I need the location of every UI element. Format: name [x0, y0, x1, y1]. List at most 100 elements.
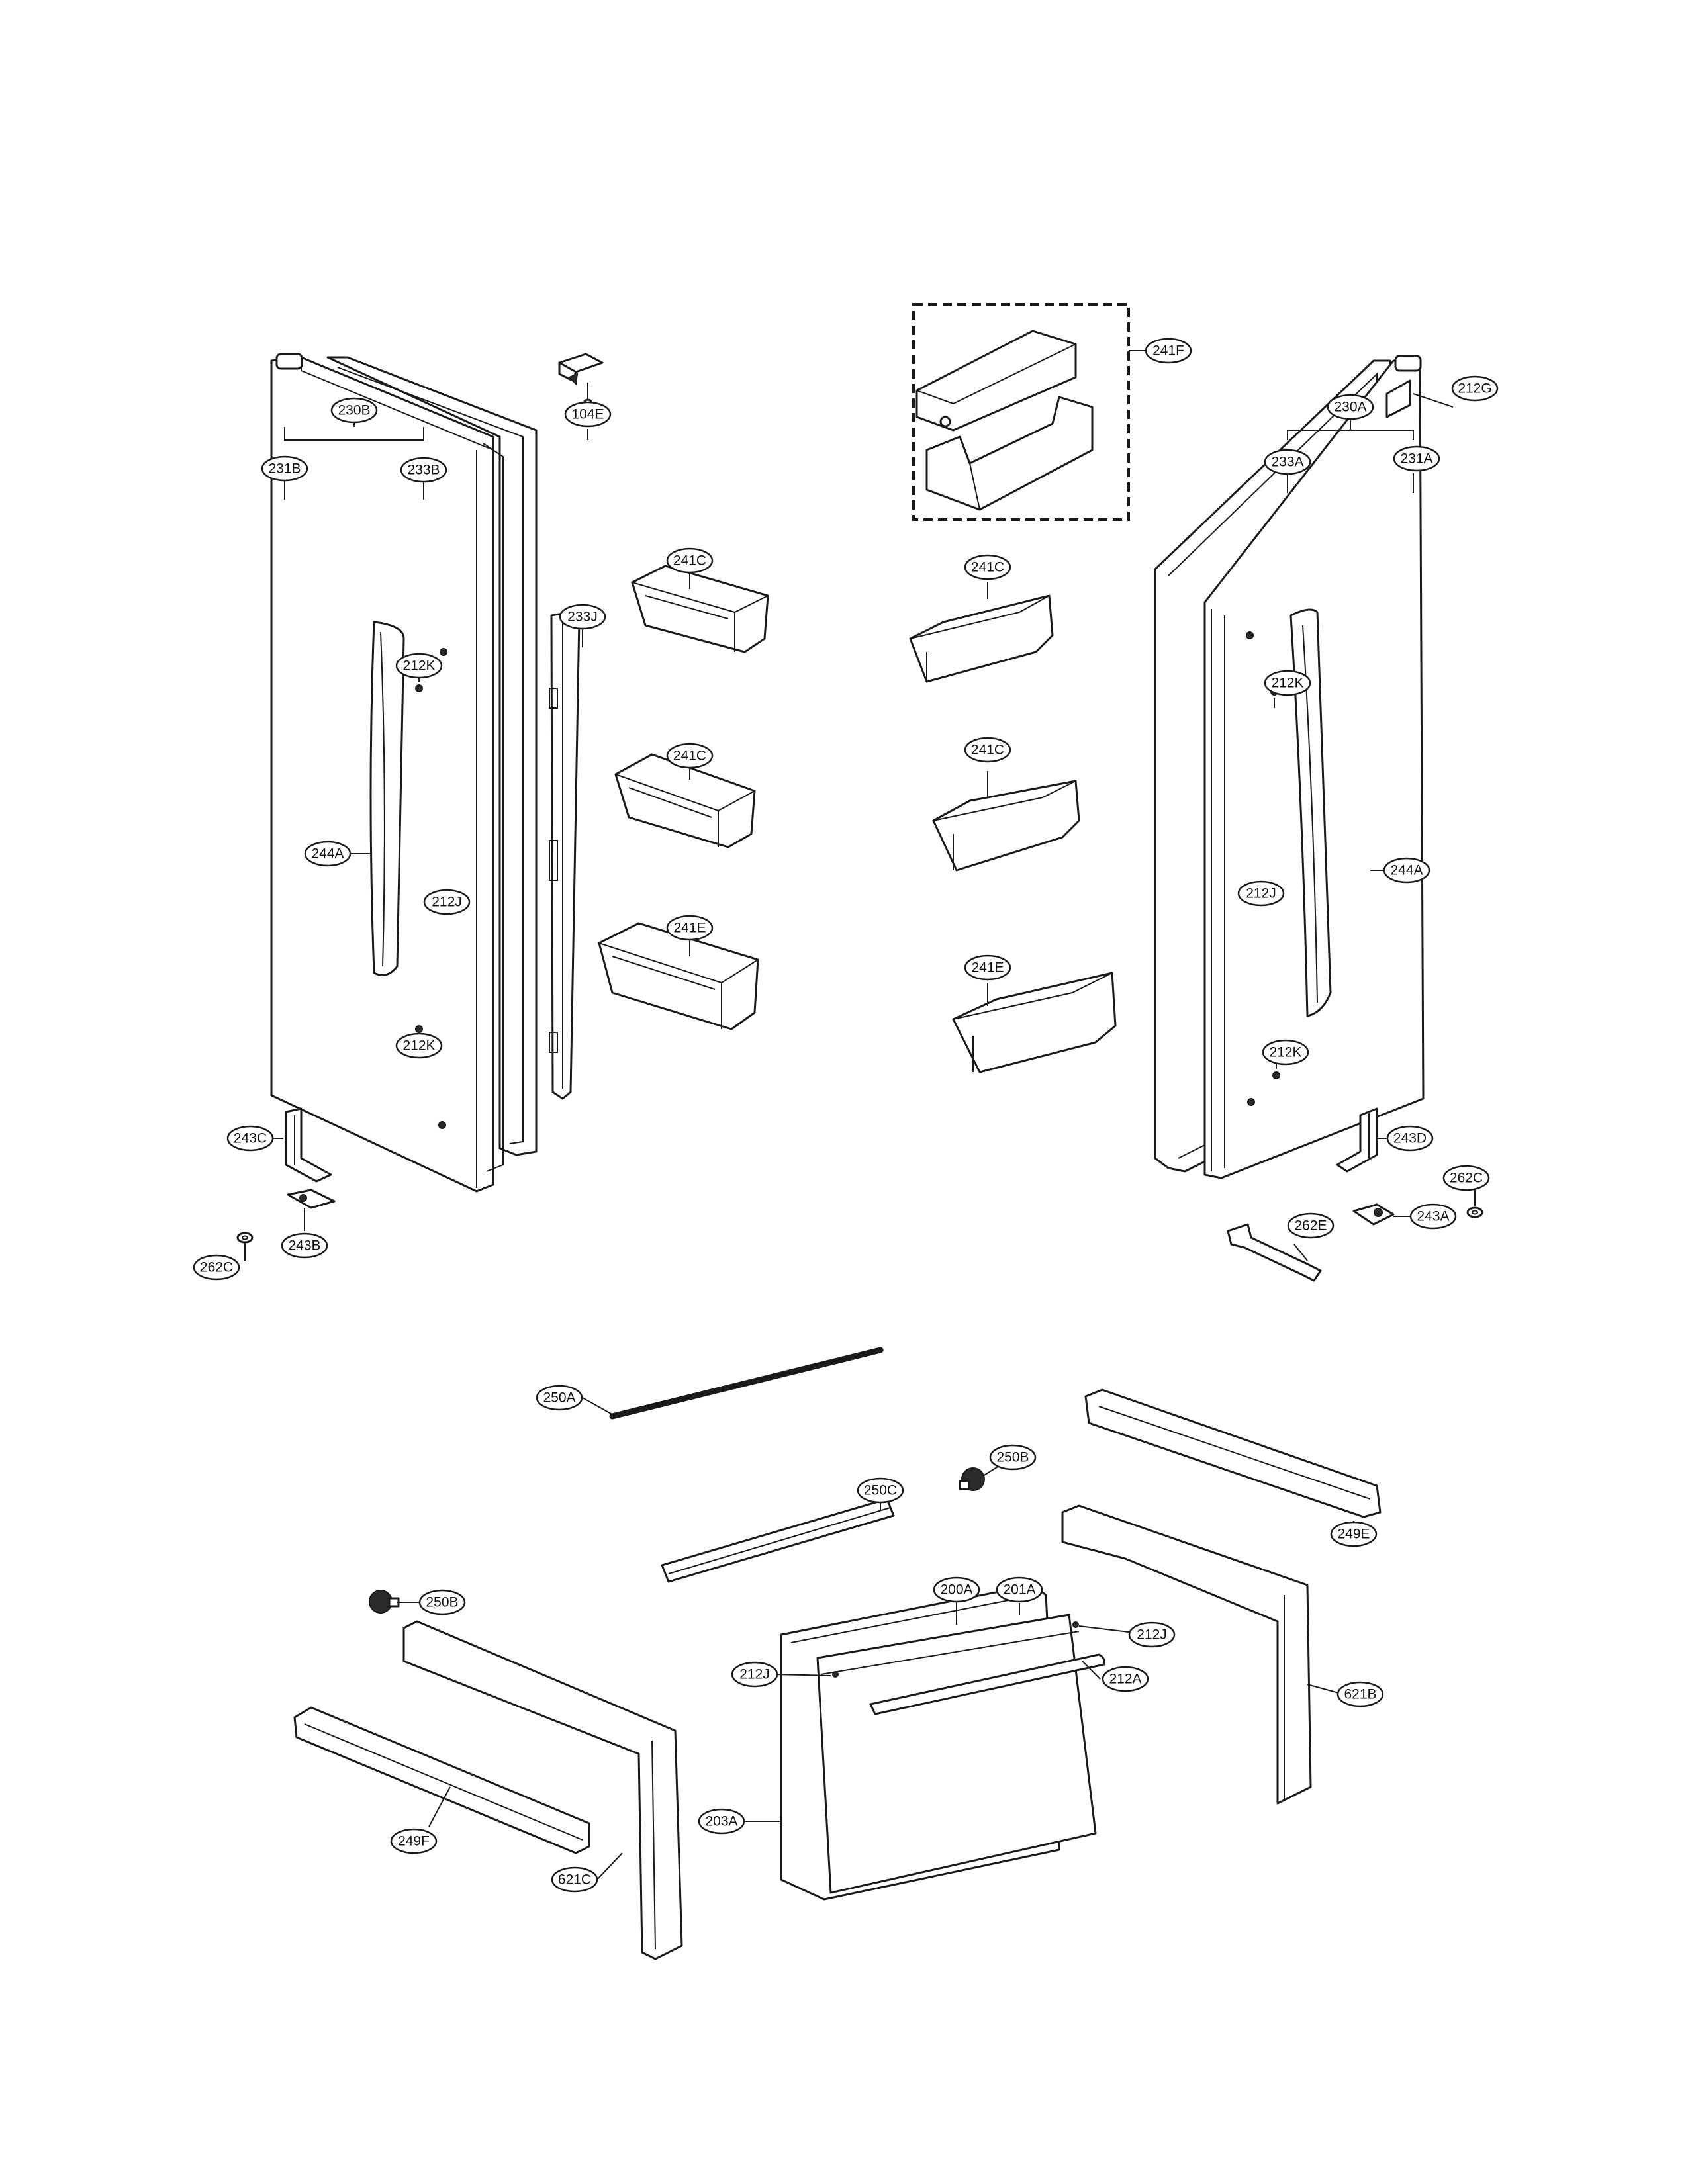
callout-621C: 621C — [551, 1866, 598, 1893]
drawer-screw-212J-right — [1072, 1621, 1079, 1628]
callout-262C-2: 262C — [1442, 1165, 1490, 1191]
svg-text:233J: 233J — [567, 610, 598, 625]
svg-text:212J: 212J — [739, 1667, 770, 1682]
svg-text:241C: 241C — [673, 749, 706, 764]
svg-text:212A: 212A — [1109, 1672, 1141, 1687]
callout-233J: 233J — [559, 604, 606, 630]
right-door-assembly — [1154, 355, 1425, 1179]
svg-text:243D: 243D — [1393, 1131, 1427, 1146]
washer-262C-left — [236, 1232, 254, 1244]
callout-212A: 212A — [1102, 1666, 1149, 1692]
callout-104E: 104E — [564, 401, 612, 428]
callout-250C: 250C — [857, 1477, 904, 1504]
wrench-262E — [1227, 1223, 1322, 1282]
svg-text:201A: 201A — [1003, 1582, 1035, 1598]
svg-text:621C: 621C — [558, 1872, 591, 1888]
svg-text:262C: 262C — [200, 1260, 233, 1275]
svg-text:233B: 233B — [407, 463, 440, 478]
left-door-bin-241C-top — [631, 565, 769, 653]
callout-230B: 230B — [330, 397, 378, 424]
callout-233B: 233B — [400, 457, 447, 483]
callout-241E-2: 241E — [964, 954, 1011, 981]
svg-text:230B: 230B — [338, 403, 370, 418]
svg-text:243C: 243C — [234, 1131, 267, 1146]
callouts: 230B 231B 233B 104E 233J 241C 241C 241E … — [193, 338, 1499, 1893]
callout-230A: 230A — [1327, 394, 1374, 420]
svg-text:241F: 241F — [1152, 343, 1184, 359]
left-door-assembly — [270, 353, 538, 1193]
callout-212J-1: 212J — [423, 889, 471, 915]
svg-text:250B: 250B — [426, 1595, 458, 1610]
left-door-handle-244A — [369, 621, 405, 976]
hinge-243A — [1352, 1203, 1395, 1226]
rail-250A — [609, 1347, 884, 1420]
callout-250B-2: 250B — [418, 1589, 466, 1615]
callout-241C-2: 241C — [666, 743, 714, 769]
svg-text:212J: 212J — [432, 895, 462, 910]
slide-rail-249F — [293, 1706, 590, 1854]
right-door-screw-212K-bottom — [1272, 1071, 1280, 1079]
callout-249E: 249E — [1330, 1521, 1378, 1547]
svg-text:104E: 104E — [571, 407, 604, 422]
callout-241C-3: 241C — [964, 554, 1011, 580]
bracket-621C — [402, 1620, 683, 1960]
hinge-bracket-243C — [285, 1107, 332, 1183]
svg-text:241C: 241C — [971, 743, 1004, 758]
callout-249F: 249F — [390, 1828, 438, 1854]
callout-241E-1: 241E — [666, 915, 714, 941]
callout-233A: 233A — [1264, 449, 1311, 475]
callout-212K-1: 212K — [395, 653, 443, 679]
left-door-bin-241E — [598, 922, 759, 1030]
callout-212J-2: 212J — [1237, 880, 1285, 907]
callout-241C-4: 241C — [964, 737, 1011, 763]
svg-text:231A: 231A — [1400, 451, 1432, 467]
svg-text:262C: 262C — [1450, 1171, 1483, 1186]
svg-text:231B: 231B — [268, 461, 301, 477]
callout-244A-2: 244A — [1383, 857, 1430, 884]
callout-243A: 243A — [1409, 1203, 1457, 1230]
svg-text:262E: 262E — [1294, 1218, 1327, 1234]
svg-text:249E: 249E — [1337, 1527, 1370, 1542]
svg-text:250C: 250C — [864, 1483, 897, 1498]
bracket-621B — [1061, 1504, 1312, 1805]
svg-text:249F: 249F — [398, 1834, 430, 1849]
hinge-bracket-243D — [1336, 1107, 1378, 1173]
svg-text:212J: 212J — [1137, 1627, 1167, 1643]
svg-text:243A: 243A — [1417, 1209, 1449, 1224]
svg-text:621B: 621B — [1344, 1687, 1376, 1702]
svg-text:241C: 241C — [971, 560, 1004, 575]
svg-text:241C: 241C — [673, 553, 706, 569]
callout-262E: 262E — [1287, 1212, 1335, 1239]
callout-621B: 621B — [1336, 1681, 1384, 1707]
svg-text:212K: 212K — [1271, 676, 1303, 691]
svg-text:241E: 241E — [971, 960, 1004, 976]
svg-text:203A: 203A — [705, 1814, 737, 1829]
callout-200A: 200A — [933, 1576, 980, 1603]
right-door-bin-241C-mid — [932, 780, 1080, 872]
svg-text:212K: 212K — [402, 659, 435, 674]
callout-250B-1: 250B — [989, 1444, 1037, 1471]
slide-rail-249E — [1084, 1388, 1382, 1518]
callout-241C-1: 241C — [666, 547, 714, 574]
callout-212K-4: 212K — [1262, 1039, 1309, 1066]
left-door-bin-241C-mid — [614, 753, 756, 848]
callout-201A: 201A — [996, 1576, 1043, 1603]
left-door-hinge-cap — [275, 353, 303, 370]
gear-250B-left — [369, 1590, 400, 1614]
hinge-104E — [558, 353, 604, 409]
drawer-handle-212A — [869, 1653, 1105, 1715]
right-door-hinge-cap — [1394, 355, 1422, 372]
svg-text:200A: 200A — [940, 1582, 972, 1598]
callout-212K-2: 212K — [395, 1032, 443, 1059]
callout-231B: 231B — [261, 455, 308, 482]
callout-243D: 243D — [1386, 1125, 1434, 1152]
callout-212J-4: 212J — [731, 1661, 778, 1688]
gear-250B-right — [959, 1467, 985, 1491]
callout-243C: 243C — [226, 1125, 274, 1152]
left-door-screw-212K-bottom — [415, 1025, 423, 1033]
svg-text:241E: 241E — [673, 921, 706, 936]
svg-text:233A: 233A — [1271, 455, 1303, 470]
washer-262C-right — [1466, 1206, 1483, 1218]
svg-text:250B: 250B — [996, 1450, 1029, 1465]
